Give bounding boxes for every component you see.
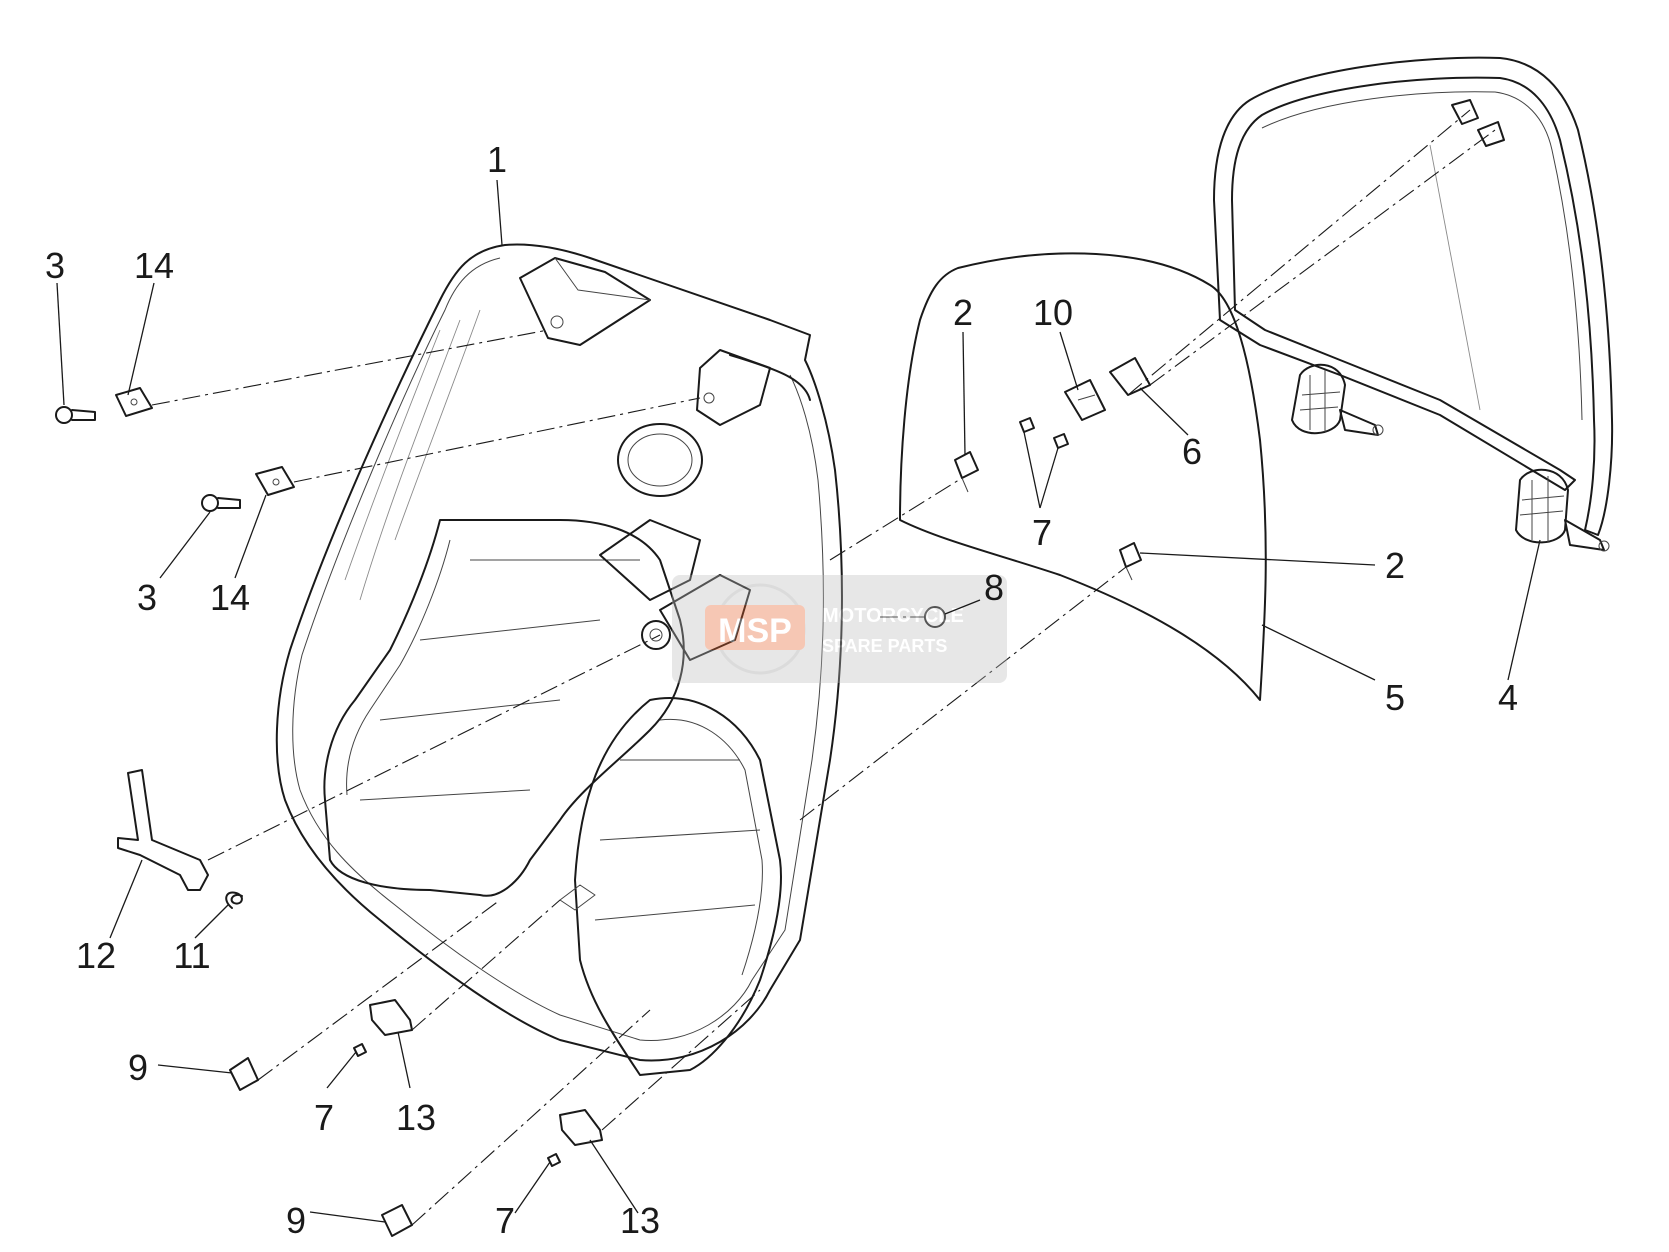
- windshield-frame: [1213, 56, 1614, 552]
- clip-9-upper: [229, 1057, 259, 1091]
- screw: [1019, 417, 1069, 449]
- windshield: [899, 252, 1267, 701]
- bracket-13-lower: [559, 1109, 603, 1146]
- lever: [117, 769, 209, 891]
- screw-2-lower: [1119, 542, 1142, 581]
- clip: [1109, 357, 1151, 396]
- callout-4: 4: [1498, 677, 1518, 718]
- callout-11: 11: [173, 935, 210, 976]
- bracket-13-upper: [369, 999, 413, 1036]
- speed-nut-14-upper: [115, 387, 153, 417]
- callout-13: 13: [620, 1200, 660, 1241]
- callout-8: 8: [984, 567, 1004, 608]
- screw-2-upper: [954, 451, 979, 493]
- screw-7-mid: [353, 1043, 367, 1057]
- watermark-logo: MSP: [718, 612, 792, 650]
- callout-14: 14: [134, 245, 174, 286]
- watermark: MSP MOTORCYCLE SPARE PARTS: [672, 575, 1007, 683]
- callout-7: 7: [1032, 512, 1052, 553]
- bracket: [1064, 379, 1106, 421]
- callout-3: 3: [45, 245, 65, 286]
- screw-3-upper: [55, 406, 96, 424]
- callout-2: 2: [1385, 545, 1405, 586]
- leader-lines: [56, 179, 1541, 1223]
- callout-1: 1: [487, 139, 507, 180]
- callout-9: 9: [128, 1047, 148, 1088]
- callout-13: 13: [396, 1097, 436, 1138]
- speed-nut-14-lower: [255, 466, 295, 496]
- callout-12: 12: [76, 935, 116, 976]
- callout-10: 10: [1033, 292, 1073, 333]
- assembly-lines: [151, 109, 1496, 1226]
- callout-7: 7: [495, 1200, 515, 1241]
- callout-3: 3: [137, 577, 157, 618]
- callout-5: 5: [1385, 677, 1405, 718]
- callout-14: 14: [210, 577, 250, 618]
- spring: [225, 891, 243, 909]
- callout-6: 6: [1182, 431, 1202, 472]
- screw-7-low: [547, 1153, 561, 1167]
- callout-9: 9: [286, 1200, 306, 1241]
- watermark-line1: MOTORCYCLE: [822, 605, 964, 627]
- screw-3-lower: [201, 494, 241, 512]
- watermark-line2: SPARE PARTS: [822, 636, 947, 656]
- callout-2: 2: [953, 292, 973, 333]
- callout-labels: 1 3 14 3 14 2 10 7 6 2 8 5 4 12 11 9 7 1…: [45, 139, 1518, 1241]
- legshield-back-plate: [275, 243, 843, 1076]
- clip-9-lower: [381, 1204, 413, 1237]
- callout-7: 7: [314, 1097, 334, 1138]
